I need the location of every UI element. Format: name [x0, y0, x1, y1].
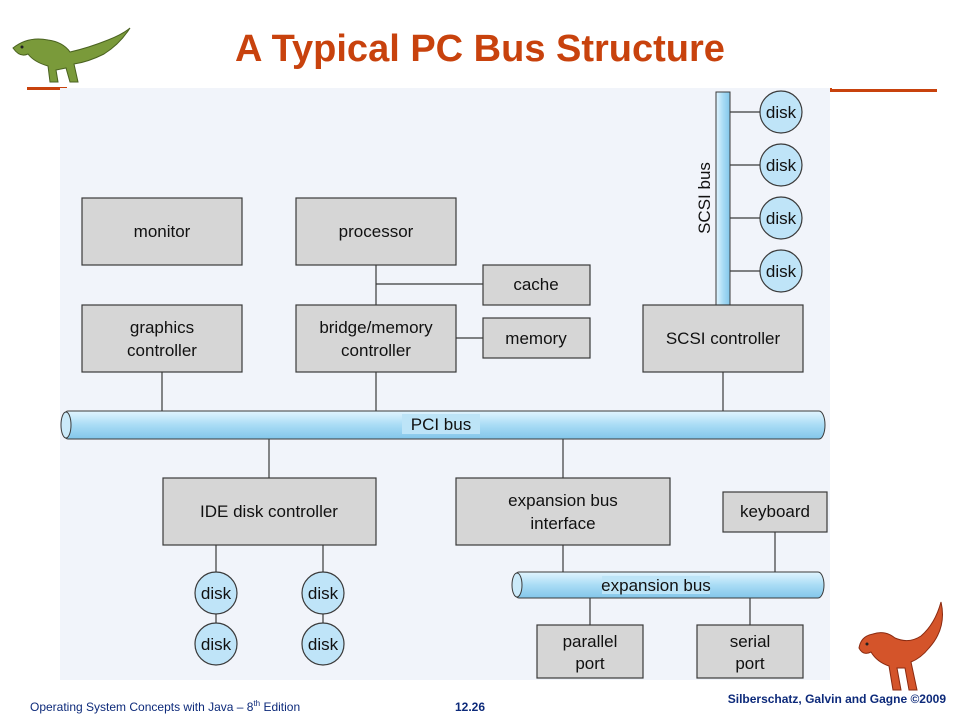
- cache-label: cache: [513, 275, 558, 294]
- parallel-port-label-2: port: [575, 654, 605, 673]
- footer-slide-number: 12.26: [455, 700, 486, 714]
- parallel-port-box: parallel port: [536, 624, 644, 679]
- graphics-controller-label-1: graphics: [130, 318, 194, 337]
- graphics-controller-label-2: controller: [127, 341, 197, 360]
- disk-label: disk: [766, 103, 797, 122]
- bridge-memory-controller-box: bridge/memory controller: [295, 304, 457, 373]
- footer-authors: Silberschatz, Galvin and Gagne ©2009: [727, 692, 946, 706]
- keyboard-box: keyboard: [722, 491, 828, 533]
- scsi-controller-box: SCSI controller: [642, 304, 804, 373]
- footer-left-text: Operating System Concepts with Java – 8: [30, 700, 254, 714]
- disk-label: disk: [766, 209, 797, 228]
- title-rule-left: [27, 87, 67, 90]
- title-rule-right: [827, 89, 937, 92]
- disk-label: disk: [201, 635, 232, 654]
- expansion-bus: expansion bus: [511, 571, 825, 599]
- memory-box: memory: [482, 317, 591, 359]
- red-dinosaur-icon: [858, 601, 943, 691]
- serial-port-label-1: serial: [730, 632, 771, 651]
- serial-port-box: serial port: [696, 624, 804, 679]
- disk-label: disk: [308, 635, 339, 654]
- scsi-bus-label: SCSI bus: [695, 162, 714, 234]
- footer-book-title: Operating System Concepts with Java – 8t…: [30, 699, 300, 714]
- processor-label: processor: [339, 222, 414, 241]
- bridge-memory-controller-label-2: controller: [341, 341, 411, 360]
- scsi-disk-1: disk: [759, 90, 803, 134]
- pci-bus: PCI bus: [60, 410, 826, 440]
- processor-box: processor: [295, 197, 457, 266]
- expansion-bus-interface-label-2: interface: [530, 514, 595, 533]
- bridge-memory-controller-label-1: bridge/memory: [319, 318, 433, 337]
- disk-label: disk: [766, 262, 797, 281]
- disk-label: disk: [201, 584, 232, 603]
- footer-left-end: Edition: [260, 700, 301, 714]
- footer-left-sup: th: [253, 699, 261, 708]
- ide-disk-1: disk: [194, 571, 238, 615]
- expansion-bus-label: expansion bus: [601, 576, 711, 595]
- ide-disk-controller-box: IDE disk controller: [162, 477, 377, 546]
- ide-disk-3: disk: [301, 571, 345, 615]
- green-dinosaur-icon: [12, 27, 131, 83]
- scsi-disk-3: disk: [759, 196, 803, 240]
- expansion-bus-interface-box: expansion bus interface: [455, 477, 671, 546]
- parallel-port-label-1: parallel: [563, 632, 618, 651]
- monitor-label: monitor: [134, 222, 191, 241]
- disk-label: disk: [766, 156, 797, 175]
- graphics-controller-box: graphics controller: [81, 304, 243, 373]
- cache-box: cache: [482, 264, 591, 306]
- scsi-controller-label: SCSI controller: [666, 329, 781, 348]
- ide-disk-4: disk: [301, 622, 345, 666]
- scsi-disk-2: disk: [759, 143, 803, 187]
- pci-bus-label: PCI bus: [411, 415, 471, 434]
- ide-disk-controller-label: IDE disk controller: [200, 502, 338, 521]
- serial-port-label-2: port: [735, 654, 765, 673]
- page-title: A Typical PC Bus Structure: [235, 28, 725, 70]
- memory-label: memory: [505, 329, 567, 348]
- scsi-disk-4: disk: [759, 249, 803, 293]
- keyboard-label: keyboard: [740, 502, 810, 521]
- ide-disk-2: disk: [194, 622, 238, 666]
- disk-label: disk: [308, 584, 339, 603]
- expansion-bus-interface-label-1: expansion bus: [508, 491, 618, 510]
- scsi-bus: SCSI bus: [695, 91, 731, 306]
- monitor-box: monitor: [81, 197, 243, 266]
